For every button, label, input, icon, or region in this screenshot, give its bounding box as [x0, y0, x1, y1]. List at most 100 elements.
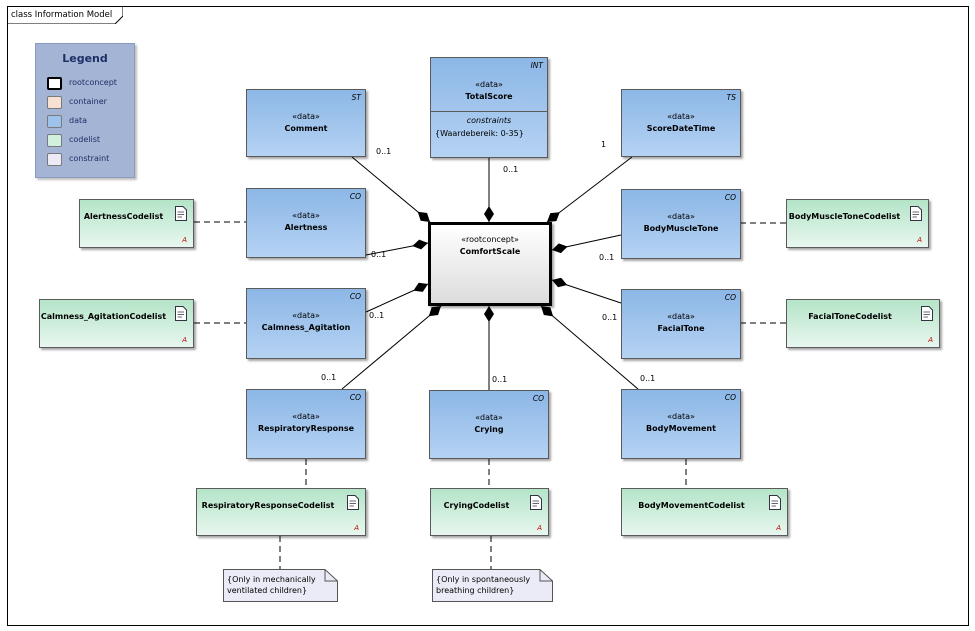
legend-swatch: [47, 134, 62, 147]
codelist-alertness[interactable]: AlertnessCodelist A: [79, 199, 194, 248]
codelist-bodymovement[interactable]: BodyMovementCodelist A: [621, 488, 788, 536]
class-alertness[interactable]: CO «data» Alertness: [246, 188, 366, 258]
abstract-marker: A: [776, 524, 781, 532]
document-icon: [769, 495, 781, 510]
class-name: Crying: [474, 425, 504, 434]
class-type-tag: CO: [349, 292, 361, 301]
class-bodymovement[interactable]: CO «data» BodyMovement: [621, 389, 741, 459]
class-crying[interactable]: CO «data» Crying: [429, 390, 549, 459]
note-crying[interactable]: {Only in spontaneously breathing childre…: [432, 569, 553, 602]
class-name: TotalScore: [465, 92, 513, 101]
legend-label: codelist: [69, 135, 101, 144]
multiplicity-bodymuscletone: 0..1: [599, 253, 615, 262]
codelist-crying[interactable]: CryingCodelist A: [430, 488, 549, 536]
abstract-marker: A: [928, 336, 933, 344]
legend-swatch: [47, 115, 62, 128]
document-icon: [175, 206, 187, 221]
multiplicity-respiratory: 0..1: [321, 373, 337, 382]
class-type-tag: ST: [351, 93, 361, 102]
class-comfortscale[interactable]: «rootconcept» ComfortScale: [428, 222, 552, 306]
class-name: Calmness_Agitation: [261, 323, 351, 332]
multiplicity-totalscore: 0..1: [503, 165, 519, 174]
link-calmness: [365, 282, 429, 313]
codelist-name: RespiratoryResponseCodelist: [201, 501, 335, 510]
multiplicity-bodymovement: 0..1: [640, 374, 656, 383]
link-bodymuscletone: [551, 234, 622, 254]
codelist-name: BodyMuscleToneCodelist: [788, 212, 901, 221]
class-name: ScoreDateTime: [646, 124, 716, 133]
class-name: FacialTone: [657, 324, 705, 333]
codelist-facialtone[interactable]: FacialToneCodelist A: [786, 299, 940, 348]
document-icon: [910, 206, 922, 221]
document-icon: [530, 495, 542, 510]
codelist-bodymuscletone[interactable]: BodyMuscleToneCodelist A: [786, 199, 929, 248]
document-icon: [175, 306, 187, 321]
legend-swatch: [47, 96, 62, 109]
note-shape: [432, 569, 553, 602]
constraints-label: constraints: [466, 116, 512, 125]
class-bodymuscletone[interactable]: CO «data» BodyMuscleTone: [621, 189, 741, 259]
document-icon: [347, 495, 359, 510]
note-text: {Only in spontaneously breathing childre…: [436, 574, 530, 596]
class-stereotype: «data»: [475, 80, 503, 89]
class-totalscore[interactable]: INT «data» TotalScore constraints {Waard…: [430, 57, 548, 158]
class-calmness-agitation[interactable]: CO «data» Calmness_Agitation: [246, 288, 366, 359]
class-stereotype: «data»: [667, 212, 695, 221]
abstract-marker: A: [182, 336, 187, 344]
class-stereotype: «data»: [667, 112, 695, 121]
link-facialtone: [551, 277, 622, 304]
class-scoredatetime[interactable]: TS «data» ScoreDateTime: [621, 89, 741, 157]
multiplicity-alertness: 0..1: [371, 250, 387, 259]
note-line: ventilated children}: [227, 586, 308, 595]
class-name: BodyMovement: [646, 424, 716, 433]
class-type-tag: CO: [532, 394, 544, 403]
note-line: {Only in mechanically: [227, 575, 316, 584]
class-name: Alertness: [284, 223, 328, 232]
abstract-marker: A: [354, 524, 359, 532]
abstract-marker: A: [182, 236, 187, 244]
legend: Legend rootconcept container data codeli…: [35, 43, 135, 178]
codelist-name: FacialToneCodelist: [808, 312, 892, 321]
link-scoredatetime: [546, 156, 633, 223]
class-stereotype: «data»: [667, 312, 695, 321]
link-respiratory: [341, 305, 442, 390]
class-stereotype: «rootconcept»: [461, 235, 519, 244]
legend-swatch: [47, 77, 62, 90]
class-type-tag: CO: [724, 193, 736, 202]
class-stereotype: «data»: [292, 112, 320, 121]
class-stereotype: «data»: [292, 311, 320, 320]
frame-title: class Information Model: [11, 10, 113, 20]
note-line: breathing children}: [436, 586, 515, 595]
class-facialtone[interactable]: CO «data» FacialTone: [621, 289, 741, 359]
frame-title-tab: [7, 6, 123, 24]
legend-title: Legend: [62, 52, 108, 65]
constraint-value: {Waardebereik: 0-35}: [435, 129, 524, 138]
abstract-marker: A: [537, 524, 542, 532]
codelist-name: BodyMovementCodelist: [638, 501, 745, 510]
class-comment[interactable]: ST «data» Comment: [246, 89, 366, 157]
abstract-marker: A: [917, 236, 922, 244]
multiplicity-crying: 0..1: [492, 375, 508, 384]
class-type-tag: CO: [724, 293, 736, 302]
class-stereotype: «data»: [292, 412, 320, 421]
note-shape: [223, 569, 338, 602]
class-type-tag: CO: [349, 192, 361, 201]
class-stereotype: «data»: [292, 211, 320, 220]
multiplicity-calmness: 0..1: [369, 311, 385, 320]
codelist-name: CryingCodelist: [443, 501, 510, 510]
class-type-tag: INT: [530, 61, 543, 70]
class-type-tag: CO: [349, 393, 361, 402]
legend-label: data: [69, 116, 88, 125]
note-respiratory[interactable]: {Only in mechanically ventilated childre…: [223, 569, 338, 602]
multiplicity-scoredatetime: 1: [601, 140, 607, 149]
diagram-frame: [7, 6, 969, 626]
legend-label: rootconcept: [69, 78, 117, 87]
class-respiratoryresponse[interactable]: CO «data» RespiratoryResponse: [246, 389, 366, 459]
class-compartment-divider: [431, 111, 547, 112]
multiplicity-comment: 0..1: [376, 147, 392, 156]
class-type-tag: TS: [726, 93, 736, 102]
codelist-calmness-agitation[interactable]: Calmness_AgitationCodelist A: [39, 299, 194, 348]
link-alertness: [365, 239, 429, 256]
codelist-respiratoryresponse[interactable]: RespiratoryResponseCodelist A: [196, 488, 366, 536]
